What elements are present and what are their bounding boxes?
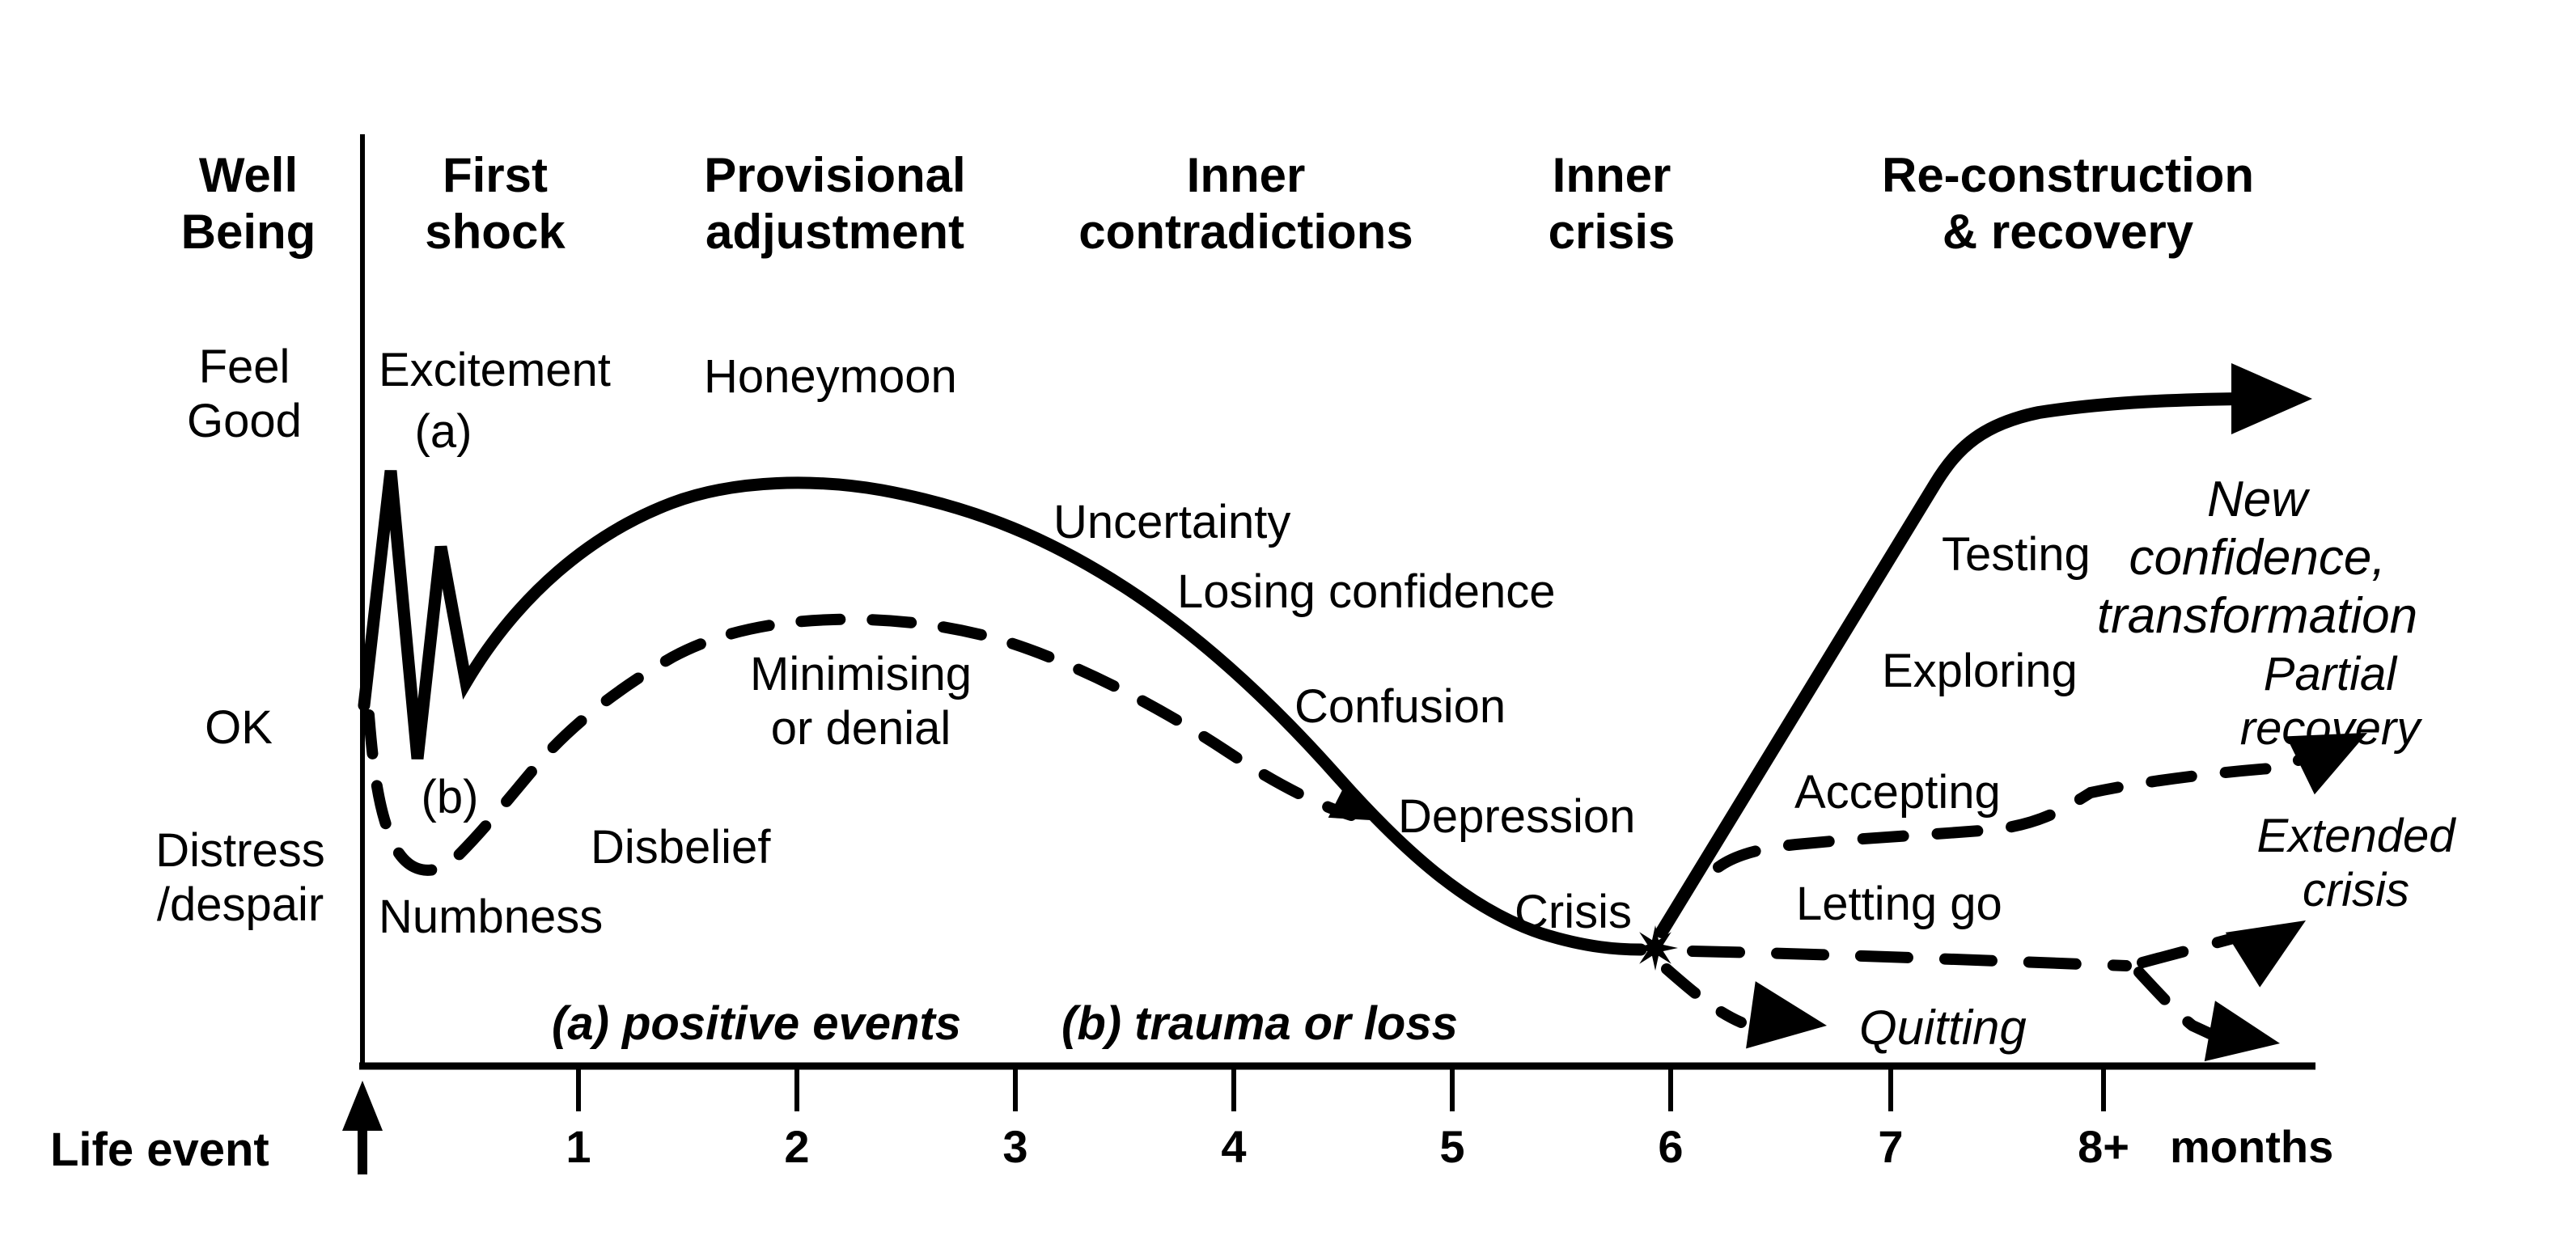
y-level-ok: OK [205,701,273,754]
extended-crisis-up-branch-dashed [2137,931,2245,968]
x-tick-label-7: 7 [1878,1121,1904,1172]
y-axis-title: Well Being [180,148,316,259]
quitting-arrowhead-icon [1746,981,1827,1049]
curve-a-solid [358,470,1647,956]
extended-crisis-line-dashed [1687,946,2132,971]
curve-a-marker: (a) [414,405,472,458]
x-axis-origin-label: Life event [50,1123,269,1176]
x-tick-label-1: 1 [566,1121,591,1172]
legend-curve-b: (b) trauma or loss [1061,997,1458,1050]
stage-honeymoon: Honeymoon [704,350,957,403]
extended-crisis-down-arrowhead-icon [2204,1001,2280,1062]
phase-inner-crisis: Inner crisis [1548,148,1676,259]
curve-b-marker: (b) [421,771,479,823]
x-tick-label-3: 3 [1002,1121,1028,1172]
x-tick-label-2: 2 [784,1121,810,1172]
x-axis-unit-label: months [2170,1121,2334,1172]
y-level-feel-good: Feel Good [187,341,302,448]
phase-inner-contradictions: Inner contradictions [1078,148,1413,259]
x-tick-label-6: 6 [1658,1121,1684,1172]
curve-b-dashed [363,613,1357,876]
outcome-partial-recovery: Partial recovery [2239,648,2421,755]
legend-curve-a: (a) positive events [552,997,962,1050]
phase-provisional-adjustment: Provisional adjustment [704,148,966,259]
crisis-star-icon [1633,925,1678,971]
x-tick-label-8plus: 8+ [2078,1121,2129,1172]
stage-numbness: Numbness [379,891,604,943]
extended-crisis-down-branch-dashed [2133,967,2219,1041]
y-level-distress-despair: Distress /despair [155,824,325,932]
stage-losing-confidence: Losing confidence [1177,565,1556,618]
stage-depression: Depression [1398,790,1636,843]
stage-minimising-or-denial: Minimising or denial [750,648,972,755]
extended-crisis-up-arrowhead-icon [2225,920,2306,988]
quitting-branch-dashed [1661,963,1747,1028]
outcome-extended-crisis: Extended crisis [2256,810,2455,917]
phase-first-shock: First shock [425,148,566,259]
stage-uncertainty: Uncertainty [1053,496,1291,548]
x-tick-label-4: 4 [1221,1121,1247,1172]
partial-recovery-branch-dashed [1713,745,2324,873]
stage-confusion: Confusion [1294,680,1506,733]
stage-testing: Testing [1942,528,2091,581]
life-event-arrow-icon [342,1081,383,1174]
phase-reconstruction-recovery: Re-construction & recovery [1881,148,2255,259]
stage-letting-go: Letting go [1796,878,2002,930]
outcome-new-confidence: New confidence, transformation [2096,472,2418,644]
partial-recovery-arrowhead-icon [2286,733,2367,795]
stage-accepting: Accepting [1794,766,2001,819]
stage-disbelief: Disbelief [591,821,771,874]
stage-excitement: Excitement [379,344,611,396]
x-tick-label-5: 5 [1439,1121,1465,1172]
x-axis-ticks [576,1069,2106,1111]
stage-crisis: Crisis [1515,886,1632,938]
recovery-curve-solid [1655,392,2249,938]
outcome-quitting: Quitting [1859,1001,2027,1055]
stage-exploring: Exploring [1882,645,2078,697]
curve-b-merge-arrowhead-icon [1328,787,1371,820]
recovery-arrowhead-icon [2231,363,2312,434]
